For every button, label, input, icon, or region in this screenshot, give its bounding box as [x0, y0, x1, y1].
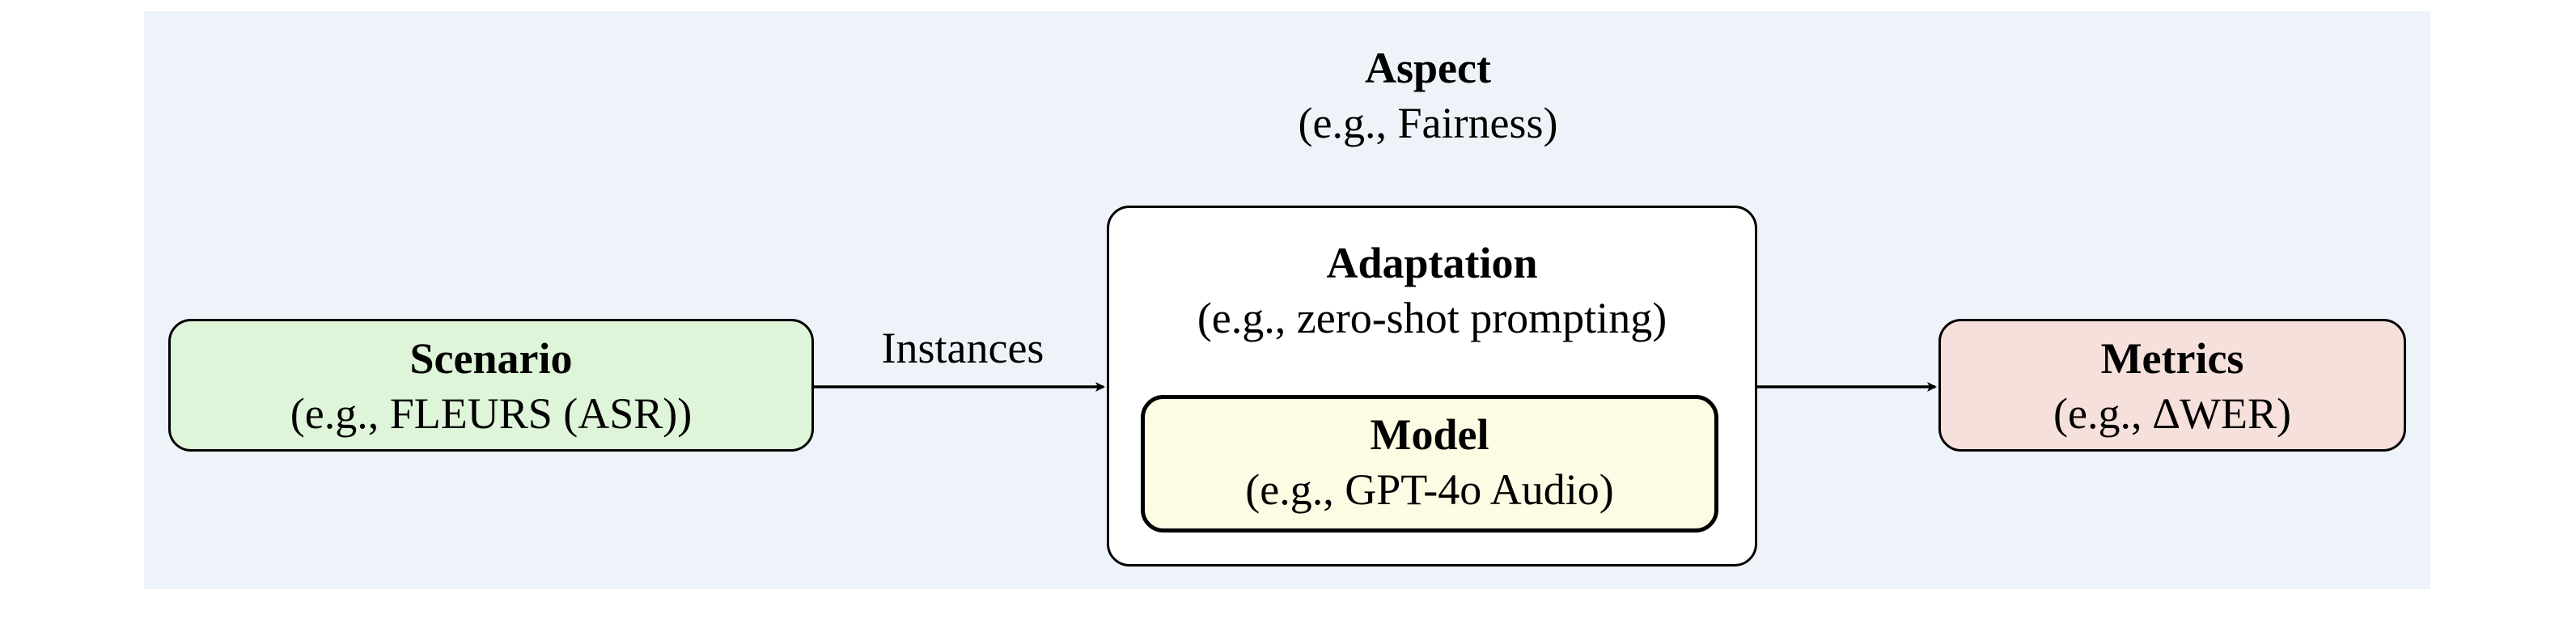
aspect-label: Aspect (e.g., Fairness) [1133, 40, 1723, 151]
adaptation-title: Adaptation [1326, 239, 1538, 287]
model-example: (e.g., GPT-4o Audio) [1245, 465, 1614, 514]
model-box: Model (e.g., GPT-4o Audio) [1141, 395, 1718, 533]
instances-label: Instances [881, 324, 1044, 372]
scenario-title: Scenario [409, 334, 573, 383]
scenario-example: (e.g., FLEURS (ASR)) [290, 389, 693, 438]
adaptation-example: (e.g., zero-shot prompting) [1197, 294, 1667, 342]
metrics-example: (e.g., ∆WER) [2053, 389, 2291, 438]
aspect-example: (e.g., Fairness) [1298, 99, 1558, 147]
aspect-title: Aspect [1365, 44, 1491, 92]
scenario-box: Scenario (e.g., FLEURS (ASR)) [168, 319, 814, 452]
metrics-box: Metrics (e.g., ∆WER) [1938, 319, 2406, 452]
metrics-title: Metrics [2100, 334, 2244, 383]
model-title: Model [1370, 410, 1489, 459]
